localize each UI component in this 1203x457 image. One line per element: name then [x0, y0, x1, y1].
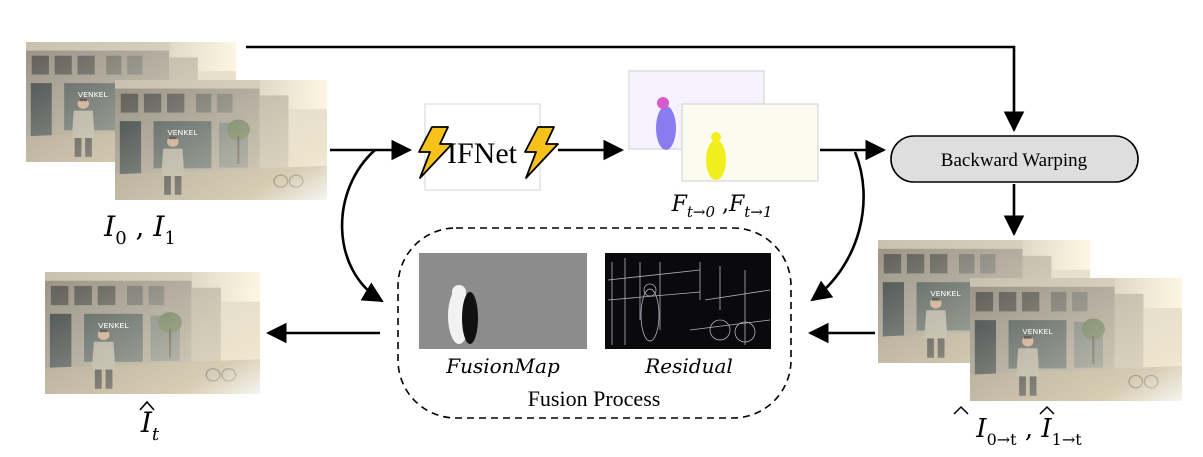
flow-map-t1 [681, 103, 819, 182]
output-label: It [140, 406, 160, 445]
output-frame: It [45, 272, 260, 445]
ifnet-label: IFNet [447, 137, 518, 170]
flows-label: Ft→0 ,Ft→1 [671, 192, 773, 221]
lightning-bolt-icon [418, 126, 453, 179]
arrow-frames-to-fusion [340, 149, 384, 303]
frames-label: I0 , I1 [103, 210, 176, 249]
backward-warping-block: Backward Warping [890, 135, 1139, 183]
residual-image [605, 253, 771, 349]
output-frame-image [45, 272, 260, 394]
frame-i1-image [115, 80, 327, 200]
fusion-map-image [419, 253, 587, 349]
backward-warping-box [890, 135, 1139, 183]
arrow-frames-to-warping [246, 45, 1025, 133]
arrows [246, 45, 1025, 344]
fusion-map-label: FusionMap [445, 354, 560, 378]
warped-label: I0→t , I1→t [975, 414, 1082, 449]
fusion-process-block: FusionMap Residual Fusion Process [397, 227, 792, 419]
flow-blob-t1 [706, 140, 726, 180]
ifnet-block: IFNet [418, 103, 559, 191]
fusion-process-label: Fusion Process [528, 386, 661, 411]
arrow-flows-to-fusion [810, 151, 865, 302]
flow-blob-t0 [656, 106, 676, 150]
warped-frames: I0→t , I1→t [878, 240, 1182, 449]
fusion-process-boundary [397, 227, 792, 419]
residual-label: Residual [644, 354, 733, 378]
warped-frame-1t-image [970, 278, 1182, 401]
flow-maps: Ft→0 ,Ft→1 [628, 70, 819, 221]
input-frames: I0 , I1 [26, 42, 327, 249]
lightning-bolt-icon [524, 126, 559, 179]
backward-warping-label: Backward Warping [941, 150, 1088, 171]
